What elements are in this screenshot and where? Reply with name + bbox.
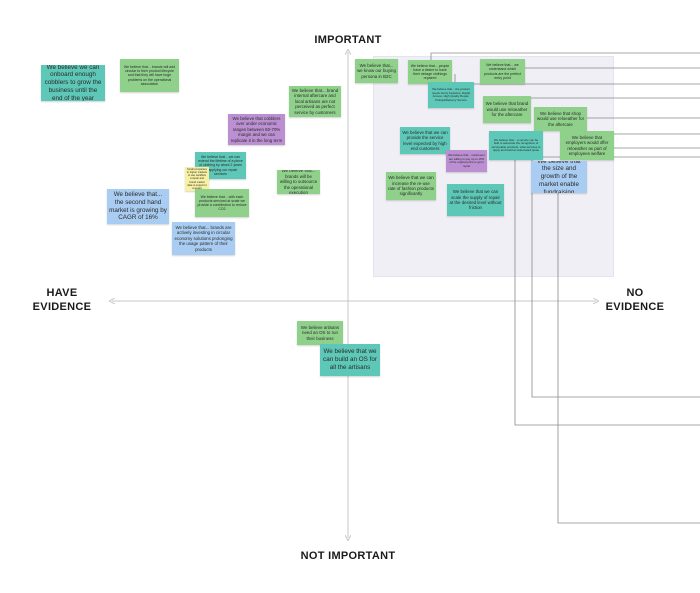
sticky-note-purple[interactable]: We believe that... customers are willing… bbox=[446, 150, 487, 172]
axis-label-no-evidence: NO EVIDENCE bbox=[605, 287, 665, 313]
connector-line bbox=[514, 160, 700, 426]
sticky-note-green[interactable]: We believe that... people have a desire … bbox=[408, 60, 452, 84]
sticky-note-green[interactable]: We believe that... we understand which p… bbox=[480, 59, 525, 84]
sticky-note-green[interactable]: We believe that shop would use reloeathe… bbox=[534, 107, 587, 131]
sticky-note-green[interactable]: We believe that... brand internal afterc… bbox=[289, 86, 341, 117]
sticky-note-green[interactable]: We believe that we can increase the re-u… bbox=[386, 172, 436, 200]
sticky-note-yellow[interactable]: Small companies in higher markets to use… bbox=[185, 167, 209, 191]
axis-label-not-important: NOT IMPORTANT bbox=[300, 550, 396, 562]
sticky-note-teal[interactable]: We believe that... the product needs: En… bbox=[428, 82, 474, 108]
sticky-note-teal[interactable]: We believe that we can build an OS for a… bbox=[320, 344, 380, 376]
sticky-note-green[interactable]: We believe artisans need an OS to run th… bbox=[297, 321, 343, 345]
sticky-note-teal[interactable]: We believe we can onboard enough cobbler… bbox=[41, 65, 105, 101]
sticky-note-purple[interactable]: We believe that cobblers over under econ… bbox=[228, 114, 285, 145]
connector-line bbox=[430, 52, 700, 62]
sticky-note-green[interactable]: We believe that... brands will be willin… bbox=[277, 170, 320, 194]
connector-line bbox=[557, 193, 700, 524]
connector-line bbox=[507, 96, 700, 99]
sticky-note-green[interactable]: We believe that... with each products se… bbox=[195, 189, 249, 217]
sticky-note-blue[interactable]: We believe that... brands are actively i… bbox=[172, 222, 235, 255]
sticky-note-blue[interactable]: We believe that the size and growth of t… bbox=[531, 161, 587, 193]
axis-label-important: IMPORTANT bbox=[314, 34, 382, 46]
sticky-note-green[interactable]: We believe that brand would use reloeath… bbox=[483, 96, 531, 123]
connector-lines bbox=[430, 52, 700, 524]
sticky-note-green[interactable]: We believe that... we know our buying pe… bbox=[355, 59, 398, 83]
sticky-note-teal[interactable]: We believe that we can scale the supply … bbox=[447, 184, 504, 216]
sticky-note-blue[interactable]: We believe that... the second hand marke… bbox=[107, 189, 169, 224]
sticky-note-teal[interactable]: We believe that... a service can be buil… bbox=[489, 131, 543, 160]
connector-line bbox=[531, 160, 700, 398]
sticky-note-green[interactable]: We believe that employers would offer re… bbox=[560, 131, 614, 160]
axis-label-have-evidence: HAVE EVIDENCE bbox=[32, 287, 92, 313]
sticky-note-green[interactable]: We believe that... brands will add circu… bbox=[120, 59, 179, 92]
sticky-note-teal[interactable]: We believe that we can provide the servi… bbox=[400, 127, 450, 154]
